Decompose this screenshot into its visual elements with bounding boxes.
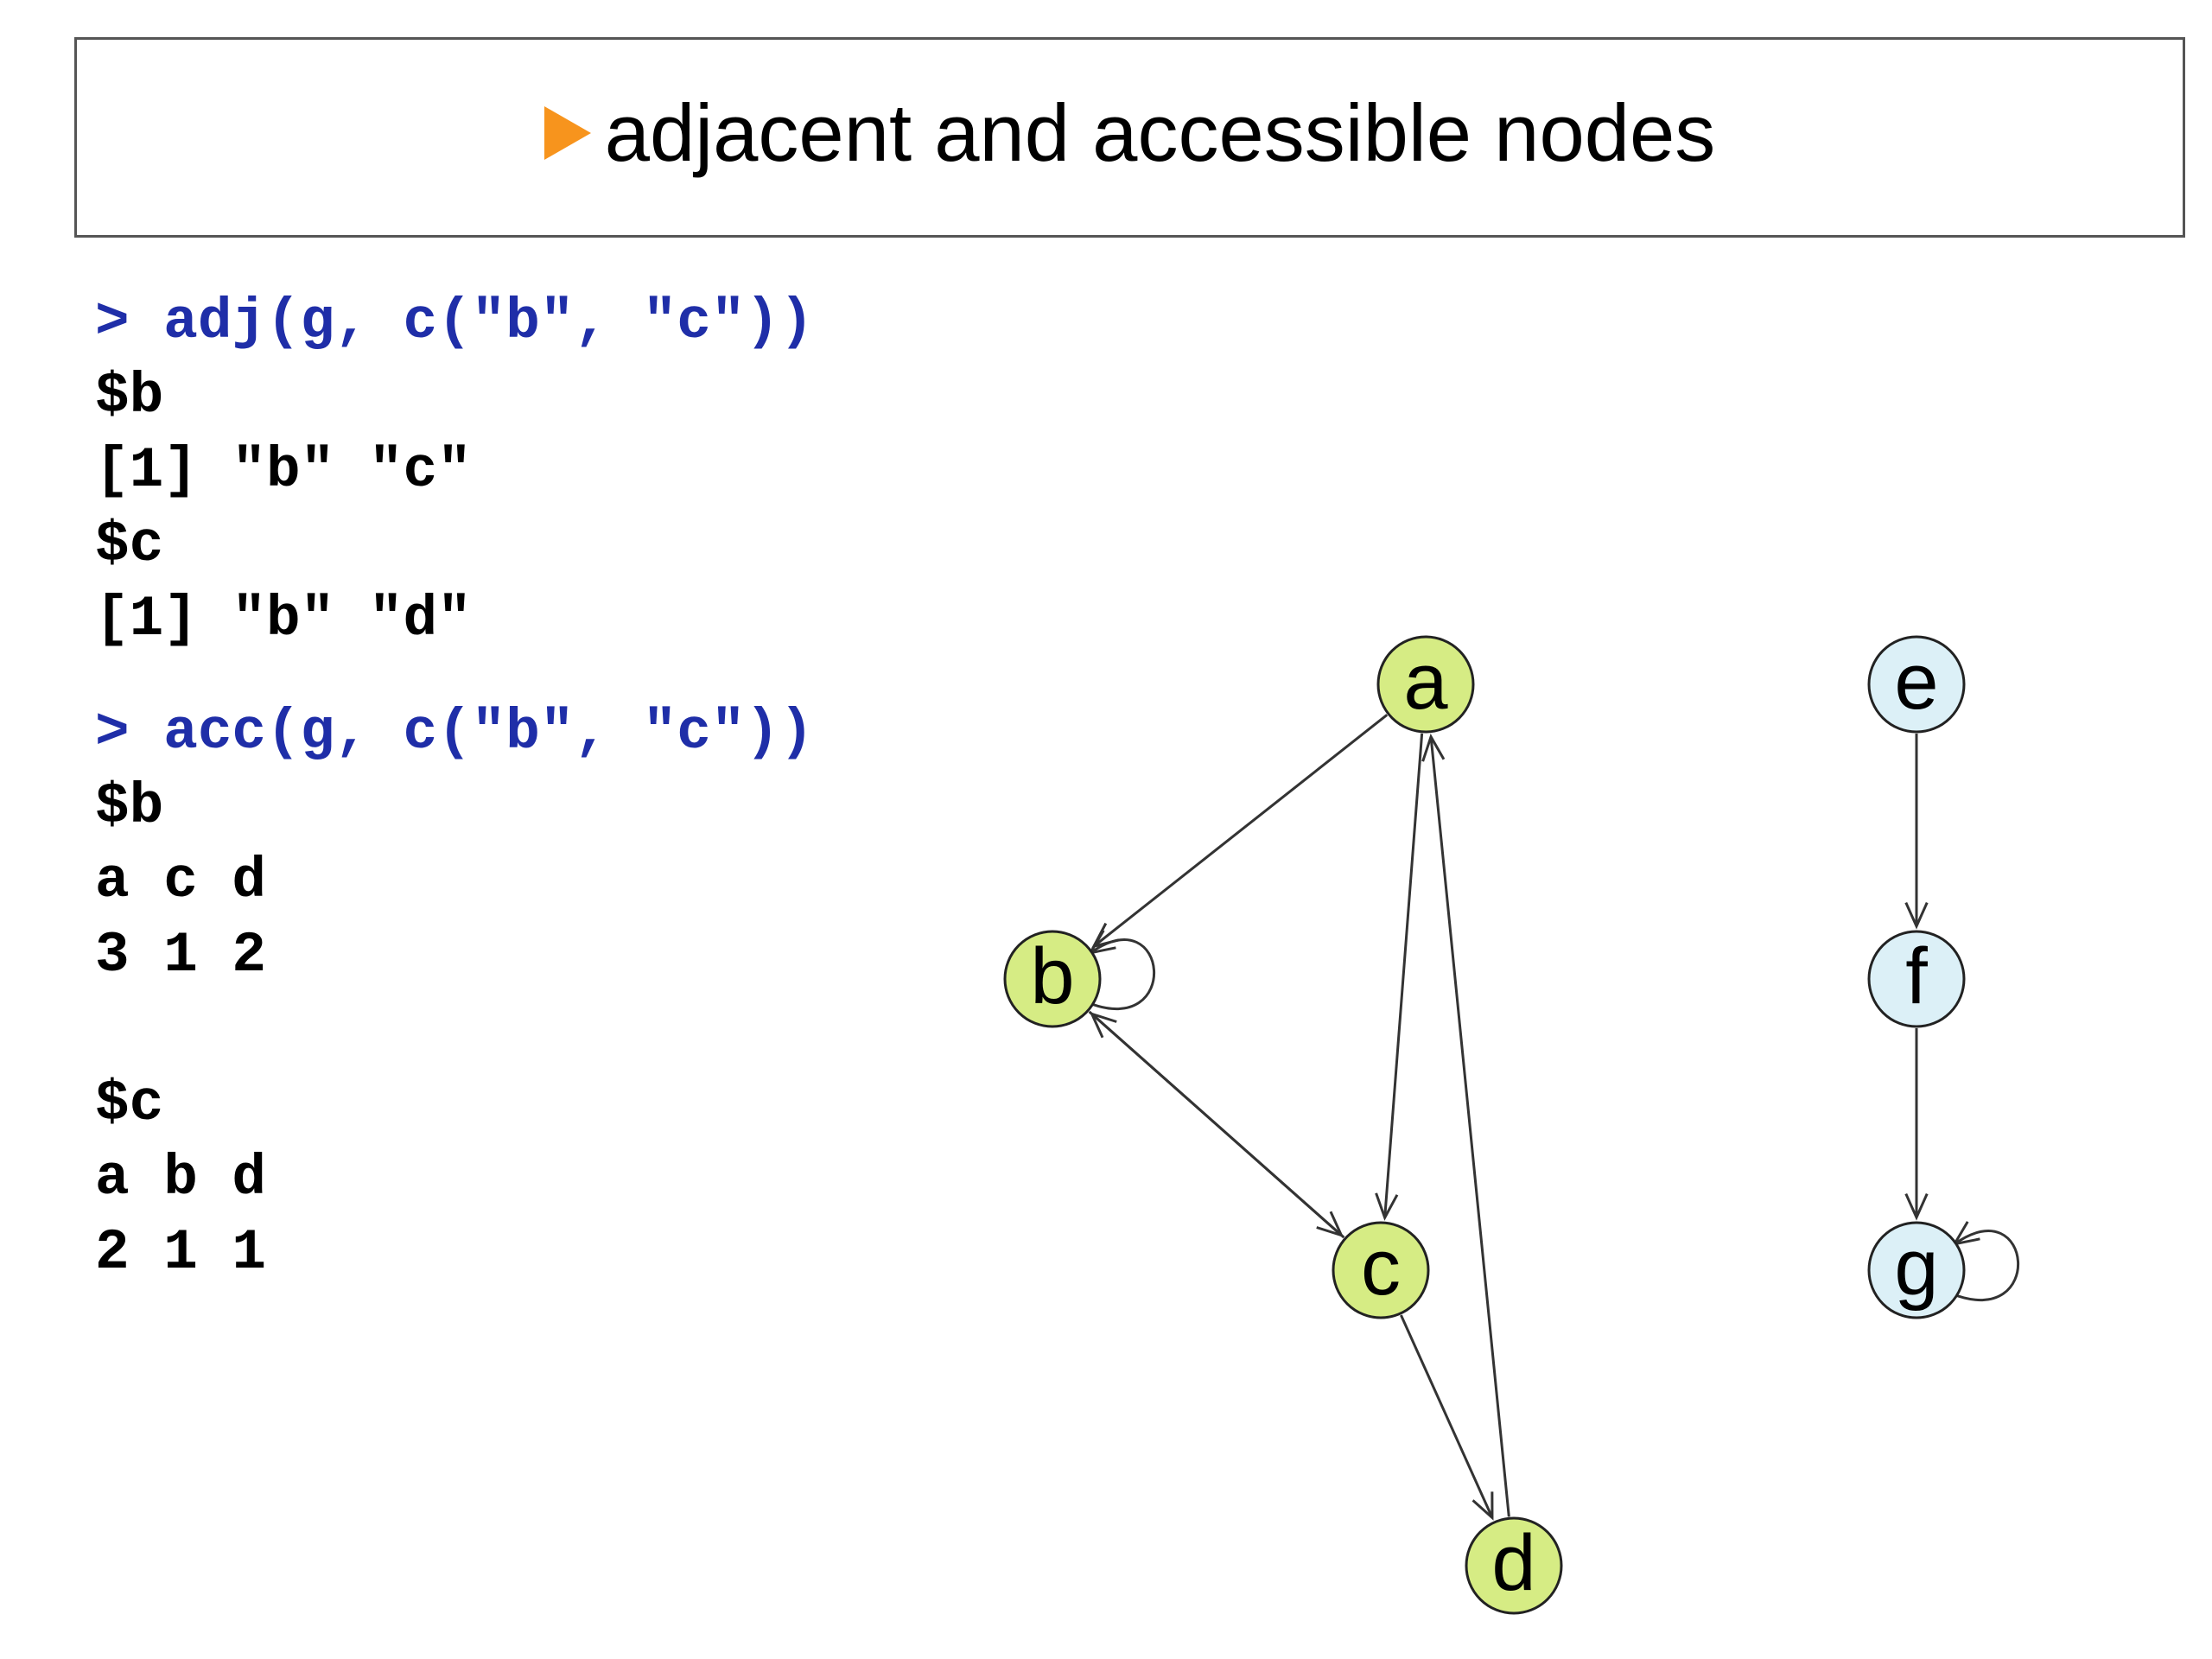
- node-f-label: f: [1905, 932, 1928, 1020]
- node-a-circle: [1376, 635, 1475, 734]
- node-f-circle: [1867, 930, 1966, 1028]
- node-g-circle: [1867, 1221, 1966, 1319]
- node-g-label: g: [1894, 1224, 1938, 1312]
- acc-code-block: > acc(g, c("b", "c")) $b a c d 3 1 2 $c …: [95, 696, 814, 1290]
- node-a-label: a: [1403, 638, 1448, 726]
- node-b-circle: [1003, 930, 1102, 1028]
- acc-output-line: a c d: [95, 849, 267, 913]
- acc-output-line: $b: [95, 774, 164, 839]
- node-d: d: [1465, 1516, 1563, 1615]
- node-d-label: d: [1491, 1519, 1535, 1607]
- acc-output-line: a b d: [95, 1146, 267, 1211]
- node-d-circle: [1465, 1516, 1563, 1615]
- adj-output-line: [1] "b" "d": [95, 587, 472, 652]
- edge-d-a: [1421, 734, 1510, 1517]
- title-row: adjacent and accessible nodes: [77, 81, 2183, 185]
- node-c: c: [1332, 1221, 1430, 1319]
- node-e-label: e: [1894, 638, 1938, 726]
- slide-title: adjacent and accessible nodes: [604, 87, 1716, 178]
- node-c-label: c: [1361, 1224, 1401, 1312]
- edges-layer: [1087, 714, 2020, 1521]
- title-box: adjacent and accessible nodes: [74, 37, 2185, 238]
- node-f: f: [1867, 930, 1966, 1028]
- edge-c-b: [1089, 1012, 1345, 1239]
- node-a: a: [1376, 635, 1475, 734]
- node-e: e: [1867, 635, 1966, 734]
- node-b-label: b: [1030, 932, 1074, 1020]
- acc-output-line: 2 1 1: [95, 1220, 267, 1285]
- edge-a-b: [1090, 714, 1389, 949]
- acc-output-line: 3 1 2: [95, 923, 267, 988]
- node-e-circle: [1867, 635, 1966, 734]
- adj-code-block: > adj(g, c("b", "c")) $b [1] "b" "c" $c …: [95, 285, 814, 657]
- node-g: g: [1867, 1221, 1966, 1319]
- edge-f-g: [1904, 1028, 1929, 1221]
- node-b: b: [1003, 930, 1102, 1028]
- adj-command: > adj(g, c("b", "c")): [95, 289, 814, 354]
- acc-command: > acc(g, c("b", "c")): [95, 700, 814, 765]
- acc-output-line: $c: [95, 1071, 164, 1136]
- edge-e-f: [1904, 734, 1929, 930]
- nodes-layer: a b c d e f g: [1003, 635, 1966, 1615]
- adj-output-line: [1] "b" "c": [95, 438, 472, 503]
- adj-output-line: $b: [95, 364, 164, 429]
- edge-c-d: [1400, 1314, 1494, 1521]
- edge-a-c: [1375, 733, 1424, 1221]
- node-c-circle: [1332, 1221, 1430, 1319]
- bullet-triangle-icon: [543, 106, 591, 160]
- adj-output-line: $c: [95, 512, 164, 577]
